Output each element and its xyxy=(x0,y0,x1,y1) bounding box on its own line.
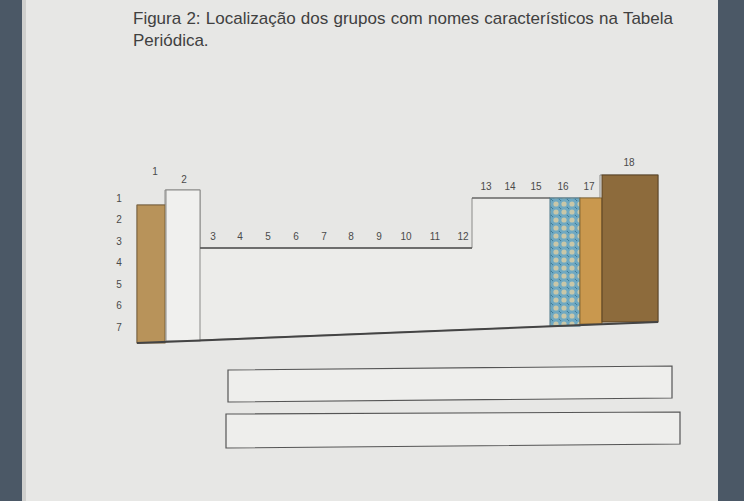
group-number: 9 xyxy=(376,231,382,243)
group-number: 10 xyxy=(400,231,411,243)
group-number: 7 xyxy=(321,231,327,243)
paper-sheet xyxy=(22,0,718,501)
table-bottom xyxy=(137,322,658,343)
group-number: 1 xyxy=(152,166,158,178)
group-number: 18 xyxy=(623,157,634,169)
group-number: 6 xyxy=(293,231,299,243)
group-line xyxy=(200,247,472,249)
group-number: 8 xyxy=(348,231,354,243)
period-number: 5 xyxy=(116,279,122,291)
group-number: 17 xyxy=(583,181,594,193)
group-number: 4 xyxy=(237,231,243,243)
table-outline xyxy=(137,175,658,343)
group-number: 16 xyxy=(557,181,568,193)
group-number: 12 xyxy=(457,231,468,243)
group-number: 11 xyxy=(430,231,440,243)
group-number: 14 xyxy=(504,181,515,193)
group16-column xyxy=(550,198,580,326)
group-number: 5 xyxy=(265,231,271,243)
group-number: 2 xyxy=(181,174,187,186)
group-line xyxy=(472,197,550,198)
group18-column xyxy=(602,175,658,322)
group-number: 3 xyxy=(210,231,216,243)
answer-box xyxy=(226,412,680,448)
group-number: 15 xyxy=(530,181,541,193)
period-number: 7 xyxy=(116,322,122,334)
group1-column xyxy=(137,205,165,343)
group2-column xyxy=(166,190,200,341)
period-number: 6 xyxy=(116,300,122,312)
paper-edge xyxy=(22,0,26,501)
period-number: 3 xyxy=(116,236,122,248)
figure-title: Figura 2: Localização dos grupos com nom… xyxy=(133,8,673,52)
group17-column xyxy=(580,198,602,324)
period-number: 4 xyxy=(116,257,122,269)
answer-box xyxy=(228,366,672,402)
group-number: 13 xyxy=(480,181,491,193)
period-number: 2 xyxy=(116,214,122,226)
period-number: 1 xyxy=(116,193,122,205)
